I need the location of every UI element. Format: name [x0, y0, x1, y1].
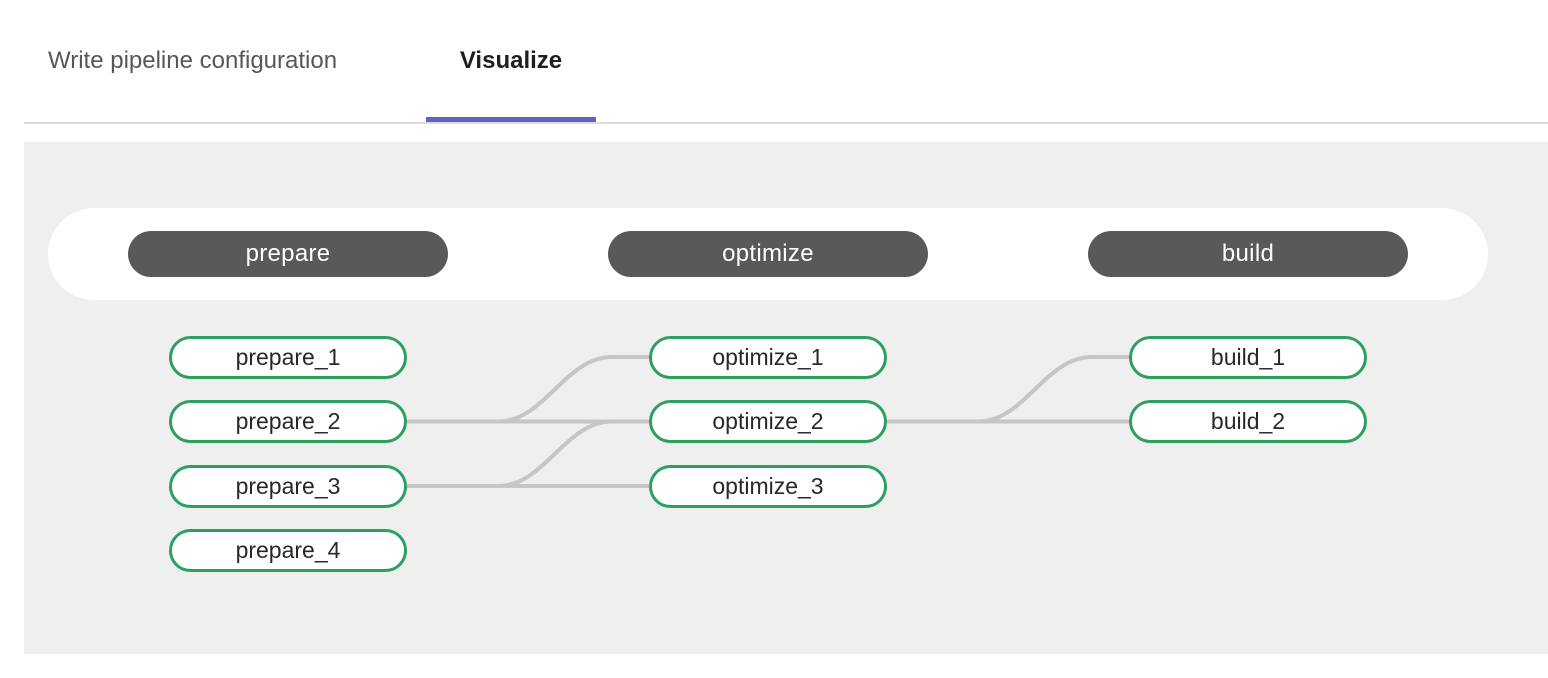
job-node-prepare_4[interactable]: prepare_4: [169, 528, 407, 572]
stage-pill-optimize: optimize: [608, 231, 928, 277]
active-tab-indicator: [426, 117, 596, 123]
edge-prepare_3-optimize_2: [407, 419, 649, 488]
edge-optimize_2-build_1: [887, 355, 1129, 424]
job-node-prepare_3[interactable]: prepare_3: [169, 464, 407, 508]
stage-pill-build: build: [1088, 231, 1408, 277]
tab-visualize[interactable]: Visualize: [426, 0, 596, 123]
job-node-build_1[interactable]: build_1: [1129, 335, 1367, 379]
job-node-optimize_1[interactable]: optimize_1: [649, 335, 887, 379]
job-node-optimize_3[interactable]: optimize_3: [649, 464, 887, 508]
job-node-build_2[interactable]: build_2: [1129, 400, 1367, 443]
tabs-bottom-divider: [24, 122, 1548, 124]
edge-prepare_2-optimize_1: [407, 355, 649, 424]
job-node-prepare_1[interactable]: prepare_1: [169, 335, 407, 379]
editor-tabs: Write pipeline configuration Visualize: [0, 0, 1548, 124]
job-node-optimize_2[interactable]: optimize_2: [649, 400, 887, 443]
edges-layer: [407, 355, 1129, 488]
stage-pill-prepare: prepare: [128, 231, 448, 277]
tab-visualize-label: Visualize: [459, 47, 563, 74]
job-node-prepare_2[interactable]: prepare_2: [169, 400, 407, 443]
tab-write-pipeline-configuration[interactable]: Write pipeline configuration: [48, 47, 338, 74]
